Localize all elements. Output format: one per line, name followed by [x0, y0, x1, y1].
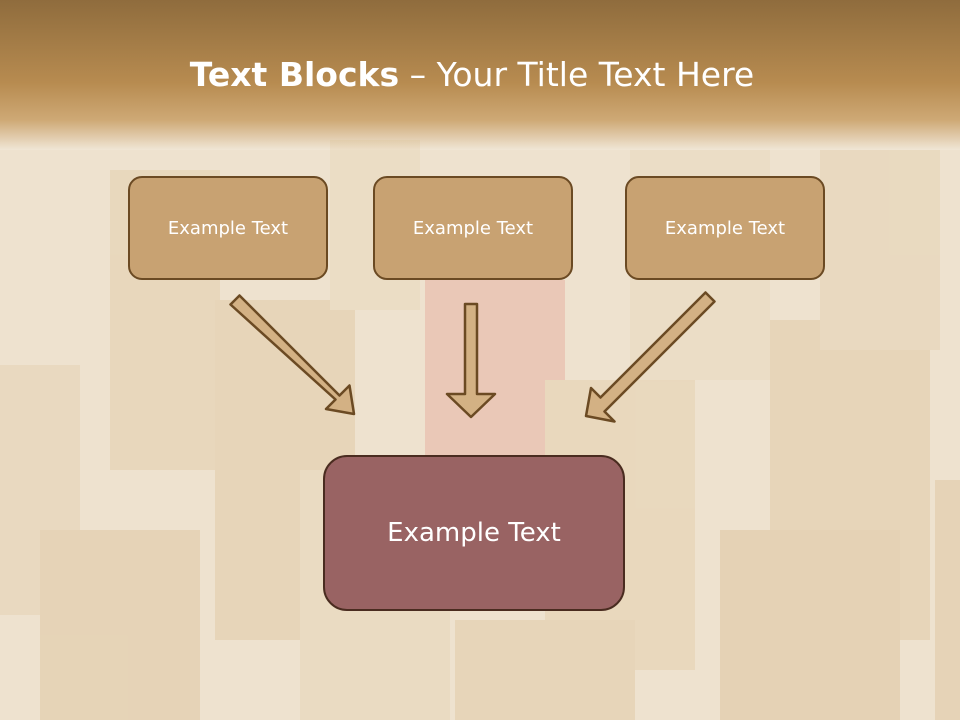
title-band: [0, 0, 960, 150]
text-block-2-label: Example Text: [412, 217, 534, 239]
target-block-label: Example Text: [387, 518, 561, 548]
title-rest: – Your Title Text Here: [399, 55, 755, 94]
target-block[interactable]: Example Text: [323, 455, 625, 611]
arrow-center-icon: [445, 302, 497, 419]
slide-title: Text Blocks – Your Title Text Here: [0, 52, 944, 98]
text-block-3[interactable]: Example Text: [625, 176, 825, 280]
title-bold: Text Blocks: [189, 55, 400, 94]
arrow-left-icon: [229, 294, 356, 416]
text-block-2[interactable]: Example Text: [373, 176, 573, 280]
arrow-right-icon: [584, 291, 716, 423]
text-block-1[interactable]: Example Text: [128, 176, 328, 280]
text-block-3-label: Example Text: [664, 217, 786, 239]
text-block-1-label: Example Text: [167, 217, 289, 239]
